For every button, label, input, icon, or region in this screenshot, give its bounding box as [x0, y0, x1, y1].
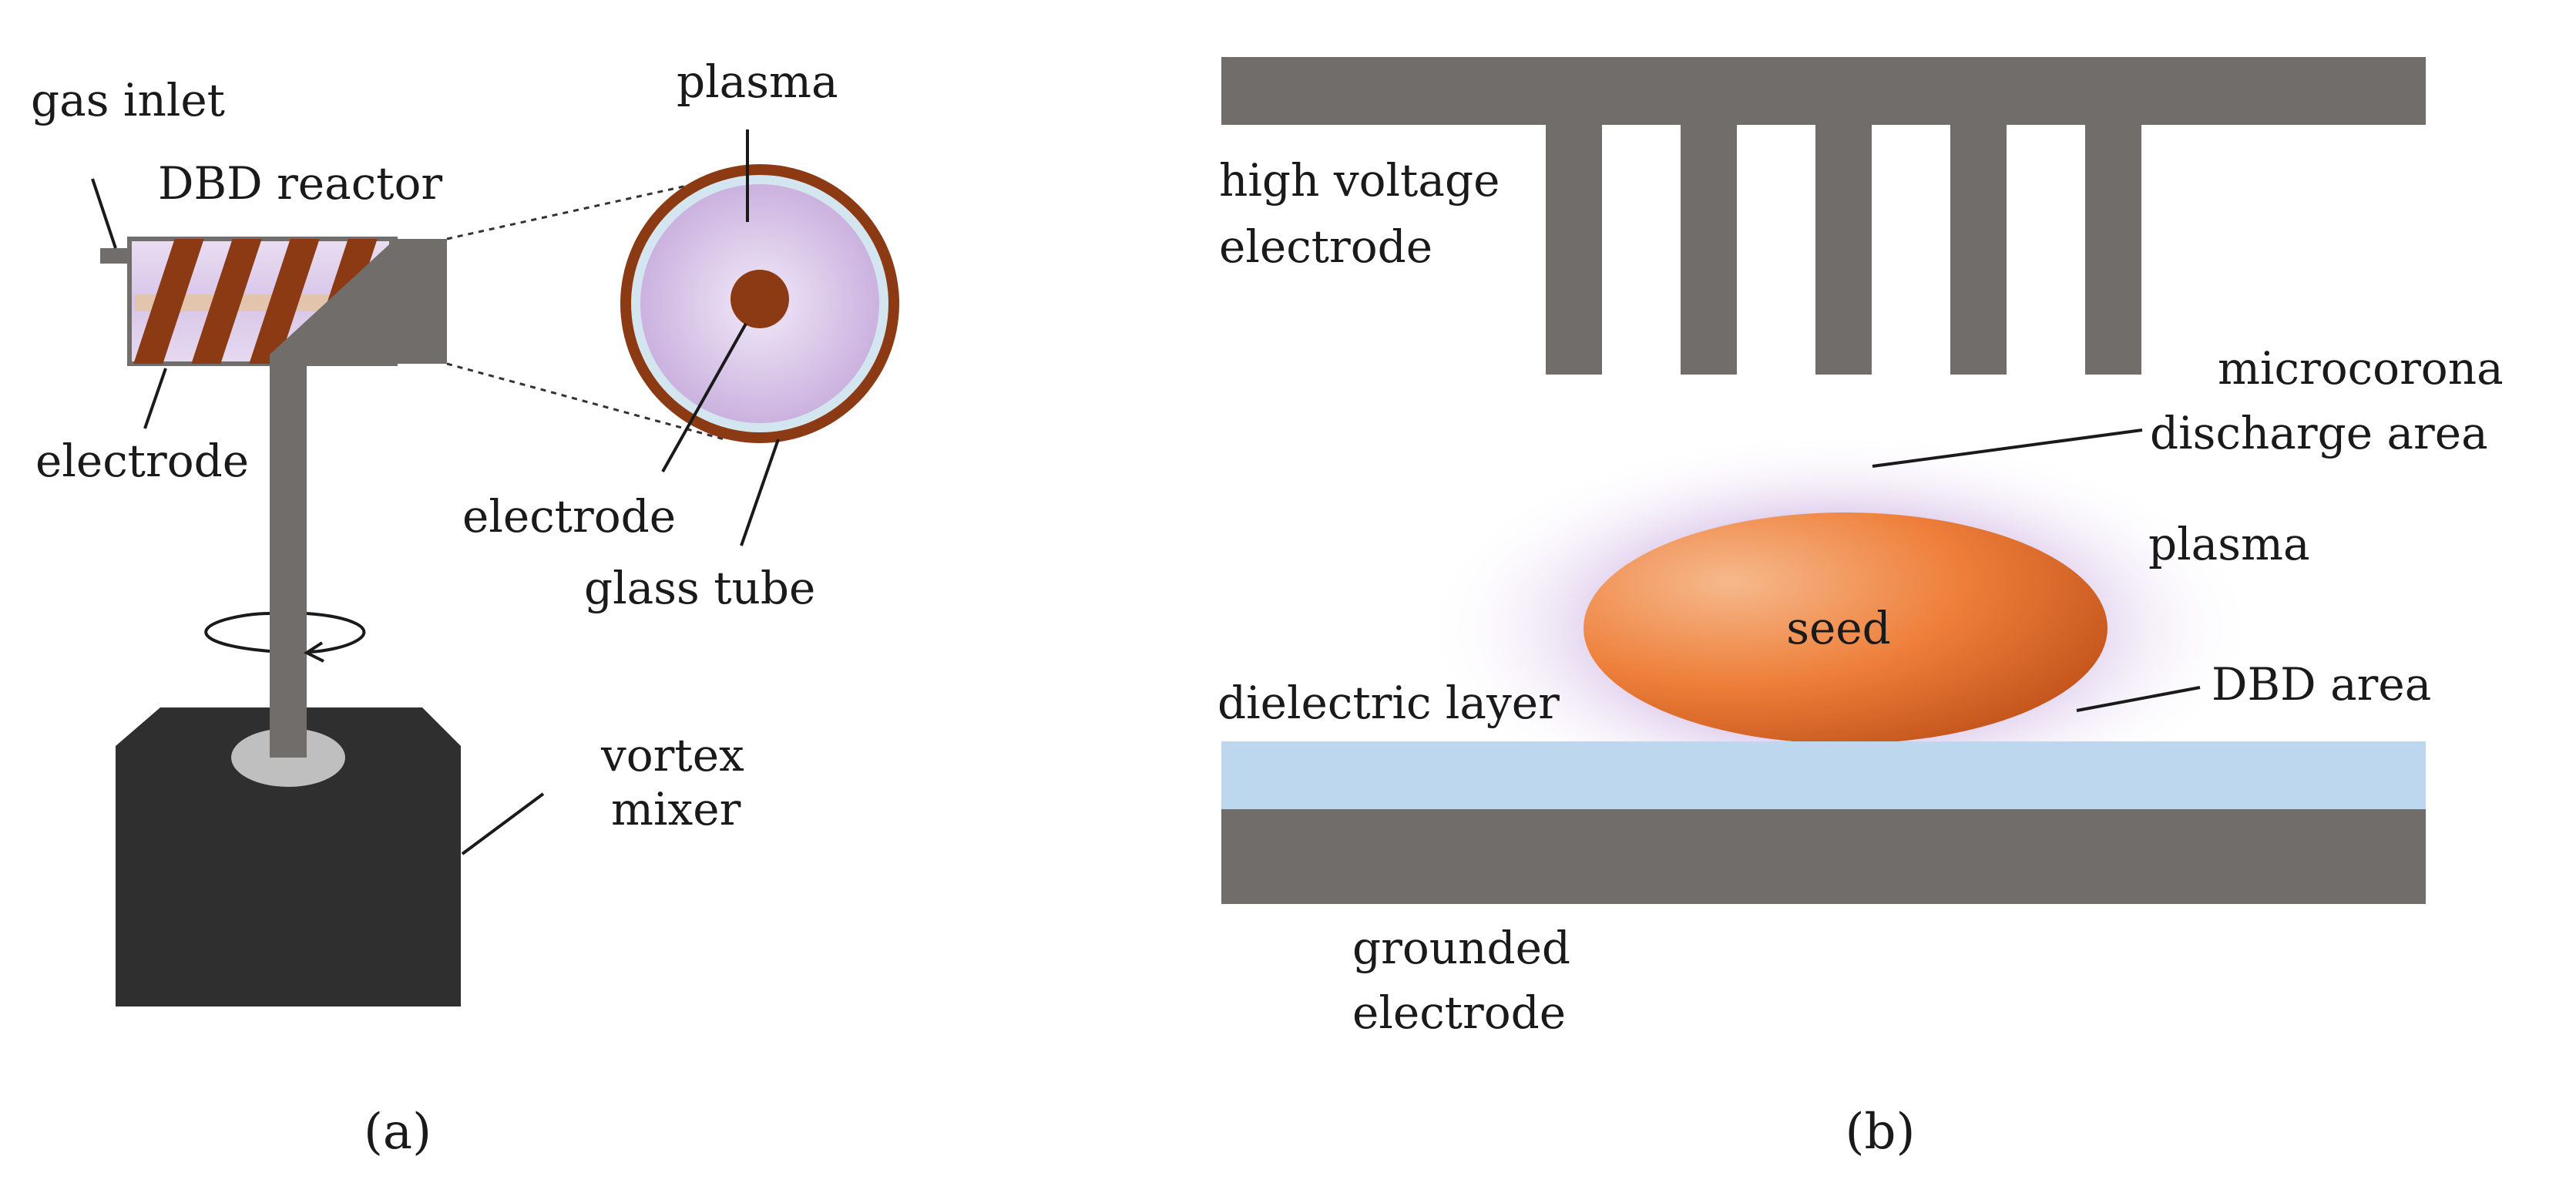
cross-section-electrode — [730, 270, 789, 328]
gas-inlet-nozzle — [100, 248, 133, 264]
leader-electrode — [143, 368, 167, 429]
panel-a: gas inlet DBD reactor electrode plasma e… — [31, 55, 899, 1161]
label-seed: seed — [1786, 602, 1891, 654]
label-gas-inlet: gas inlet — [31, 74, 225, 126]
label-dbd-area: DBD area — [2212, 658, 2431, 711]
label-electrode: electrode — [35, 435, 249, 487]
hv-electrode-bar — [1221, 57, 2426, 125]
vortex-mixer-body — [116, 707, 461, 1006]
label-vortex: vortex — [600, 729, 744, 781]
label-microcorona-1: microcorona — [2218, 342, 2504, 395]
reactor-end-cap — [389, 239, 447, 364]
label-dielectric-layer: dielectric layer — [1217, 677, 1560, 729]
zoom-line-bottom — [446, 362, 725, 441]
caption-a: (a) — [364, 1104, 432, 1161]
leader-gas-inlet — [91, 178, 117, 249]
label-hv-electrode-1: high voltage — [1219, 154, 1500, 207]
label-dbd-reactor: DBD reactor — [158, 157, 442, 210]
label-microcorona-2: discharge area — [2150, 407, 2488, 459]
label-grounded-2: electrode — [1352, 986, 1566, 1039]
leader-vortex-mixer — [461, 792, 545, 855]
label-hv-electrode-2: electrode — [1219, 220, 1432, 273]
leader-dbd-area — [2076, 686, 2201, 712]
label-plasma-b: plasma — [2148, 518, 2310, 570]
label-plasma-a: plasma — [677, 55, 838, 108]
leader-glass-tube — [740, 439, 780, 546]
seed — [1584, 512, 2107, 744]
rotation-arrow-icon — [204, 612, 366, 663]
support-rod — [270, 358, 307, 758]
hv-electrode-teeth — [1546, 123, 2141, 375]
leader-cs-electrode — [661, 323, 747, 472]
tube-cross-section — [620, 164, 899, 443]
label-glass-tube: glass tube — [584, 562, 815, 614]
label-mixer: mixer — [611, 783, 741, 835]
grounded-electrode — [1221, 809, 2426, 904]
panel-b: high voltage electrode microcorona disch… — [1217, 57, 2504, 1161]
label-cs-electrode: electrode — [462, 490, 676, 543]
label-grounded-1: grounded — [1352, 922, 1570, 974]
leader-microcorona — [1872, 428, 2143, 468]
caption-b: (b) — [1846, 1104, 1916, 1161]
dielectric-layer — [1221, 741, 2426, 809]
